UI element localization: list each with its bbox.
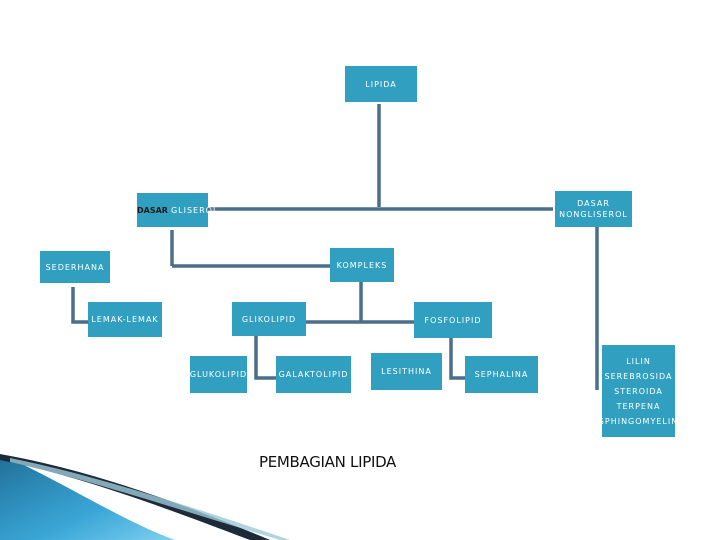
node-nongliserol-list: LILIN SEREBROSIDA STEROIDA TERPENA SPHIN… [602,345,675,437]
node-lesithina: LESITHINA [371,353,442,390]
node-dasar-nongliserol-line1: DASAR [577,198,610,209]
node-galaktolipid: GALAKTOLIPID [276,356,351,393]
list-item-lilin: LILIN [626,354,651,369]
node-dasar-nongliserol-line2: NONGLISEROL [559,209,628,220]
node-lemak-lemak: LEMAK-LEMAK [88,302,162,337]
connector-sederhana-lemak [73,287,88,322]
list-item-sphingomyelin: SPHINGOMYELIN [599,414,678,429]
node-glukolipid: GLUKOLIPID [190,356,247,393]
list-item-steroida: STEROIDA [614,384,663,399]
node-fosfolipid: FOSFOLIPID [414,302,492,338]
decorative-swoosh [0,440,720,540]
node-sephalina: SEPHALINA [465,356,538,393]
node-lipida: LIPIDA [345,66,417,102]
node-kompleks: KOMPLEKS [330,248,394,282]
connector-glukolipid [256,336,276,378]
list-item-terpena: TERPENA [617,399,661,414]
list-item-serebrosida: SEREBROSIDA [604,369,672,384]
node-dasar-gliserol-label: GLISEROL [171,206,218,215]
node-dasar-nongliserol: DASAR NONGLISEROL [555,191,632,227]
node-dasar-gliserol-bold: DASAR [137,206,168,215]
node-glikolipid: GLIKOLIPID [232,302,306,336]
node-sederhana: SEDERHANA [40,251,110,283]
connector-sephalina [451,338,465,378]
